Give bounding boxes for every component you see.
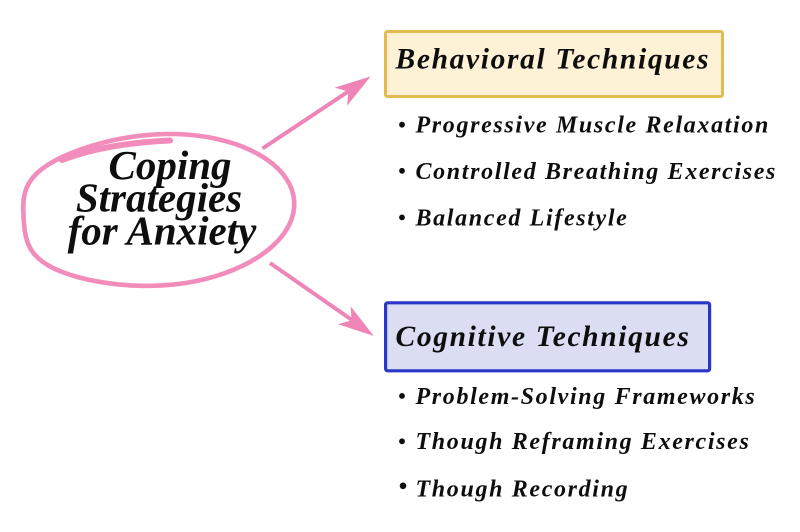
svg-text:Progressive Muscle Relaxation: Progressive Muscle Relaxation [415,113,771,139]
svg-text:Strategies: Strategies [76,175,242,221]
svg-text:Problem-Solving Frameworks: Problem-Solving Frameworks [415,384,757,410]
svg-text:for Anxiety: for Anxiety [68,207,257,253]
svg-text:Coping: Coping [108,142,231,188]
svg-text:Behavioral Techniques: Behavioral Techniques [395,44,711,76]
svg-text:Balanced Lifestyle: Balanced Lifestyle [415,205,629,231]
svg-text:Controlled Breathing Exercises: Controlled Breathing Exercises [416,159,778,185]
svg-text:Though Recording: Though Recording [416,477,630,503]
svg-text:Cognitive Techniques: Cognitive Techniques [396,321,691,353]
svg-text:Though Reframing Exercises: Though Reframing Exercises [416,429,751,455]
